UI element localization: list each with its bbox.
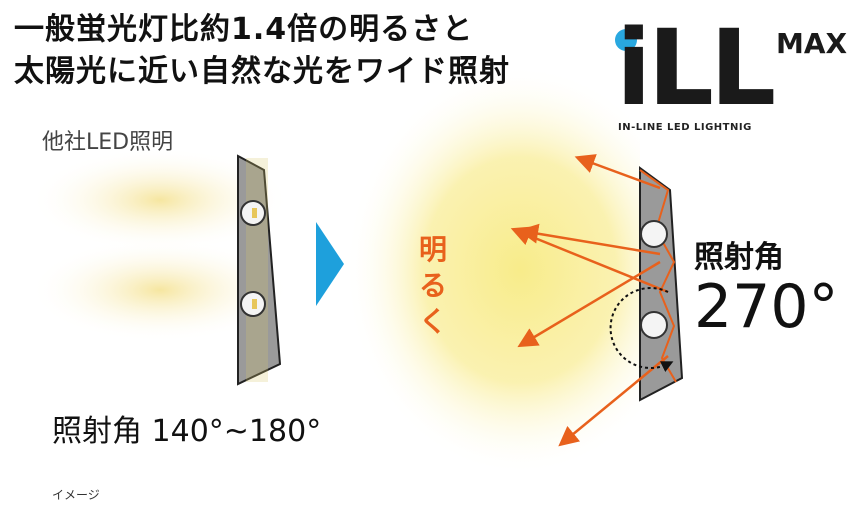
logo-main: iLL [616,7,776,129]
other-led-label: 他社LED照明 [42,130,174,155]
headline-line2: 太陽光に近い自然な光をワイド照射 [14,54,510,89]
logo-subtitle: IN-LINE LED LIGHTNIG [618,122,752,133]
headline-line1: 一般蛍光灯比約1.4倍の明るさと [14,12,474,47]
logo-dot-icon [615,29,637,51]
triangle-right-icon [316,222,344,306]
image-note: イメージ [52,488,100,502]
ill-angle-label: 照射角 [694,240,784,275]
rotation-arc [609,287,674,373]
logo-max: MAX [776,27,847,60]
other-glow-upper [30,148,290,252]
other-angle-label: 照射角 140°~180° [52,414,322,449]
bright-label: 明るく [418,233,447,338]
ill-angle-value: 270° [694,272,839,342]
ill-led-panel [639,166,684,402]
light-rays [510,154,669,447]
other-led-panel [237,154,282,386]
other-glow-lower [30,238,290,342]
